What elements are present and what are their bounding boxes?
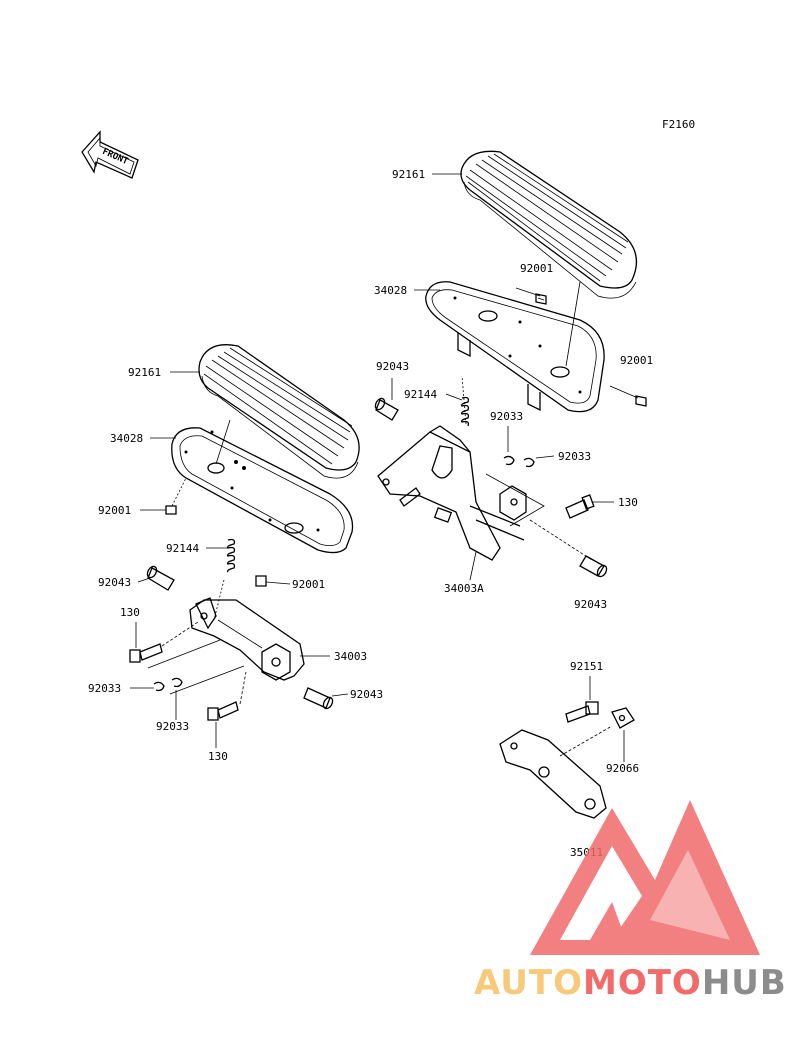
clip-92033-right-a xyxy=(503,455,515,466)
label-r-34028: 34028 xyxy=(374,284,407,297)
label-r-92001-right: 92001 xyxy=(620,354,653,367)
footboard-left xyxy=(171,427,354,554)
label-l-92033-left: 92033 xyxy=(88,682,121,695)
figure-code: F2160 xyxy=(662,118,695,131)
pivot-tab-right xyxy=(485,473,545,527)
label-l-92161: 92161 xyxy=(128,366,161,379)
label-l-130-bottom: 130 xyxy=(208,750,228,763)
front-arrow-icon: FRONT xyxy=(81,130,139,179)
rubber-pad-right xyxy=(460,150,638,299)
bolt-92151 xyxy=(565,701,599,723)
pin-92043-top xyxy=(374,397,399,421)
bracket-34003 xyxy=(189,597,305,681)
bolt-130-right xyxy=(565,494,595,519)
nut-92066 xyxy=(611,707,635,729)
label-l-92144: 92144 xyxy=(166,542,199,555)
pin-92043-left-top xyxy=(146,565,175,591)
label-l-92001-left: 92001 xyxy=(98,504,131,517)
footboard-right xyxy=(425,281,605,413)
bolt-92001-top-right xyxy=(535,293,547,305)
label-b-92066: 92066 xyxy=(606,762,639,775)
label-l-92043-right: 92043 xyxy=(350,688,383,701)
bolt-92001-right xyxy=(635,395,647,407)
label-r-92033-a: 92033 xyxy=(490,410,523,423)
label-r-92043-bottom: 92043 xyxy=(574,598,607,611)
bolt-130-left-top xyxy=(129,643,163,663)
label-r-34003A: 34003A xyxy=(444,582,484,595)
clip-92033-left-b xyxy=(171,677,183,688)
label-b-92151: 92151 xyxy=(570,660,603,673)
spring-92144-right xyxy=(460,396,470,427)
label-l-92033-bottom: 92033 xyxy=(156,720,189,733)
label-l-34028: 34028 xyxy=(110,432,143,445)
label-l-92043-top: 92043 xyxy=(98,576,131,589)
brand-auto: AUTO xyxy=(474,963,583,1003)
rubber-pad-left xyxy=(198,344,360,479)
bracket-35011 xyxy=(499,729,607,819)
pin-92043-left-right xyxy=(303,687,334,710)
brand-hub: HUB xyxy=(702,963,787,1003)
spring-92144-left xyxy=(226,538,236,573)
brand-logo-watermark xyxy=(530,800,760,955)
brand-moto: MOTO xyxy=(583,963,702,1003)
label-r-92161: 92161 xyxy=(392,168,425,181)
label-l-92001-right: 92001 xyxy=(292,578,325,591)
label-l-34003: 34003 xyxy=(334,650,367,663)
bracket-34003A xyxy=(377,425,525,561)
bolt-92001-left-right xyxy=(255,575,267,587)
pin-92043-bottom-right xyxy=(579,555,608,578)
clip-92033-left-a xyxy=(153,681,165,692)
label-r-92033-b: 92033 xyxy=(558,450,591,463)
label-r-92001-top: 92001 xyxy=(520,262,553,275)
clip-92033-right-b xyxy=(523,457,535,468)
label-r-130: 130 xyxy=(618,496,638,509)
label-l-130-top: 130 xyxy=(120,606,140,619)
label-r-92144: 92144 xyxy=(404,388,437,401)
bolt-130-left-bottom xyxy=(207,701,239,721)
label-r-92043-top: 92043 xyxy=(376,360,409,373)
bolt-92001-left xyxy=(165,505,177,515)
brand-wordmark: AUTOMOTOHUB xyxy=(474,963,787,1003)
